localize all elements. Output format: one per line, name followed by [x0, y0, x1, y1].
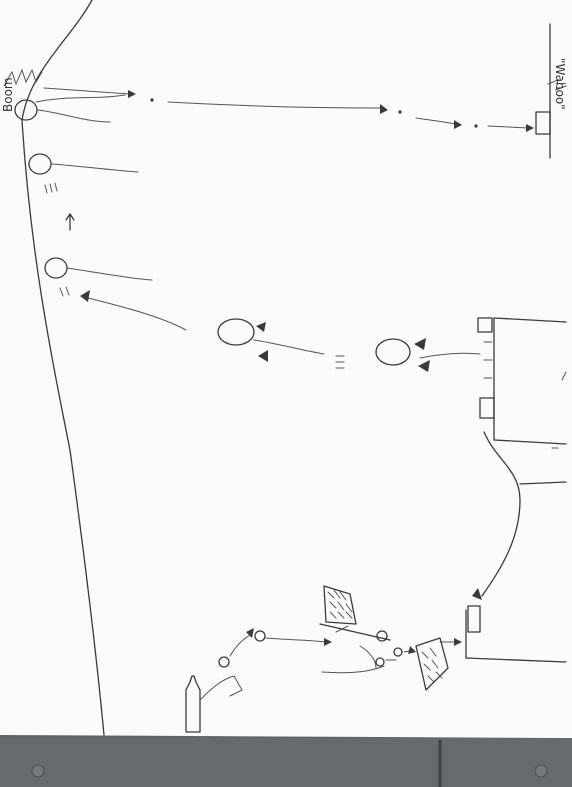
left-label: Boom: [1, 77, 15, 112]
right-label: "Wahoo": [553, 58, 567, 110]
dot-2: [398, 110, 401, 113]
dot-3: [474, 124, 477, 127]
scanner-hinge-left-icon: [32, 765, 44, 777]
scanner-bed: [0, 738, 572, 787]
paper-sheet: [0, 0, 572, 760]
scanner-hinge-right-icon: [535, 765, 547, 777]
dot-1: [150, 98, 153, 101]
